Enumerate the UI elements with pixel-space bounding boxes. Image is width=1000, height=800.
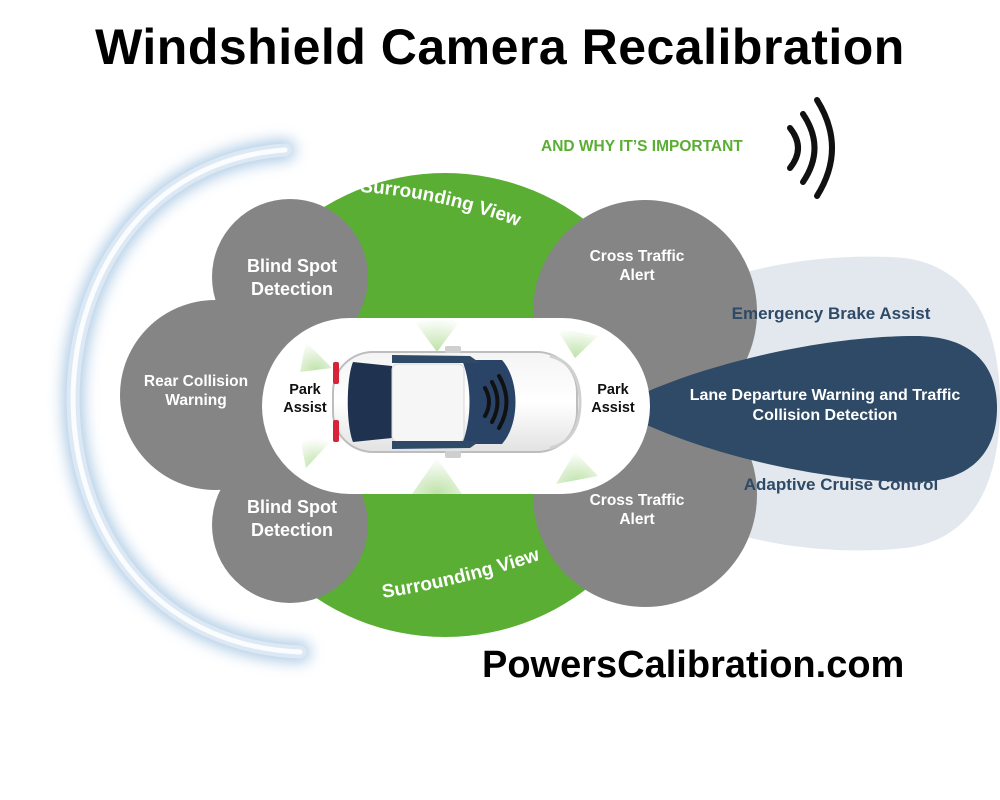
signal-waves-icon bbox=[787, 97, 835, 199]
website-url[interactable]: PowersCalibration.com bbox=[482, 644, 905, 686]
adaptive-cruise-label: Adaptive Cruise Control bbox=[743, 475, 939, 494]
emergency-brake-label: Emergency Brake Assist bbox=[731, 304, 931, 323]
range-arc bbox=[62, 139, 311, 663]
car-signal-icon bbox=[483, 374, 509, 430]
blind-spot-zone-top bbox=[212, 199, 368, 355]
lane-departure-zone bbox=[613, 336, 997, 482]
car-top-view-icon bbox=[332, 346, 582, 458]
sensor-beams bbox=[300, 318, 598, 494]
page-title: Windshield Camera Recalibration bbox=[95, 19, 905, 75]
subtitle: AND WHY IT’S IMPORTANT bbox=[541, 138, 743, 155]
